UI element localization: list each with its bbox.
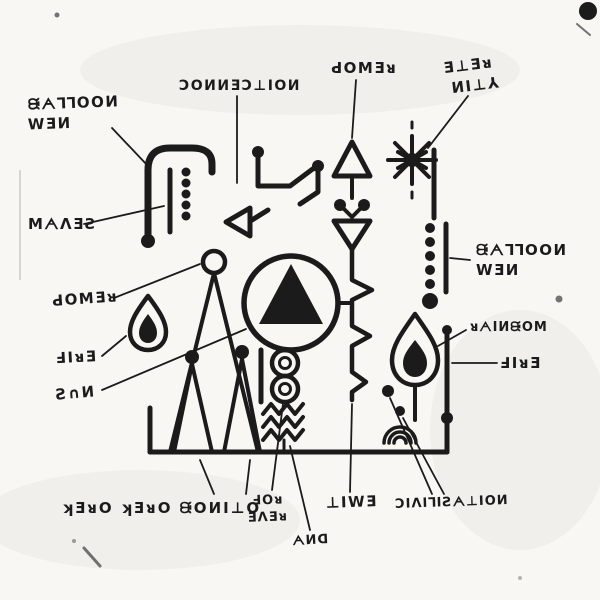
labels: ᙠᗅ⅂⅂OOИ WƎИ ƆOИИƎƆ⊥IOИ ԀOMƎᴚ Ǝ⊥Ǝᴚ ИI⊥⅄ M… [28,53,568,549]
label-for-ever-2: ƎΛƎᴚ [248,509,289,525]
ink-smudges [54,2,597,580]
zigzag-stack-icon [261,402,305,454]
label-power-left: ԀOMƎᴚ [51,287,119,310]
label-and: ᗅИᗡ [292,532,330,549]
label-fire-left: ℲIᴚƎ [55,347,98,367]
label-balloon-men-right-1: ᙠᗅ⅂⅂OOИ [476,241,568,259]
starburst-icon [386,120,438,221]
hook-column-icon [141,144,216,248]
label-balloon-men-right-2: WƎИ [476,261,520,279]
connection-arrow-icon [223,146,324,239]
label-power-top: ԀOMƎᴚ [331,59,398,77]
leader-lines [83,79,498,531]
dot-column-right-icon [422,221,449,309]
flame-right-icon [382,311,441,422]
label-balloon-men-left-1: ᙠᗅ⅂⅂OOИ [28,92,120,113]
label-fire-right: ℲIᴚƎ [500,354,542,372]
label-for-ever-1: ℲOᴚ [252,492,284,508]
label-balloon-men-left-2: WƎИ [28,114,72,134]
figure-eight-icon [258,347,301,405]
label-time: ⊥IWƎ [325,492,378,512]
power-triangle-icon [331,139,373,252]
paper-texture [19,170,21,280]
label-waves: MᗅΛƎƧ [28,215,97,233]
rainbow-arcs-icon [382,425,418,445]
step-bolt-icon [349,246,375,403]
label-kero-kero-bonito: ʞƎᴚO ʞƎᴚO ᙠOИI⊥O [62,499,261,517]
frame-lines [147,325,453,455]
balloon-tent-icon [168,248,262,454]
label-connection: ƆOИИƎƆ⊥IOИ [179,78,301,94]
label-sun: Ƨ∩И [55,382,96,403]
label-eternity-1: Ǝ⊥Ǝᴚ [442,53,494,77]
sun-icon [241,253,354,353]
flame-left-icon [127,293,169,353]
label-civilisation: ƆIΛI⅂IƧᗅ⊥IOИ [395,493,509,512]
label-rainbow: ᴚᗅIИᙠOM [470,320,548,335]
label-eternity-2: ИI⊥⅄ [450,73,501,97]
